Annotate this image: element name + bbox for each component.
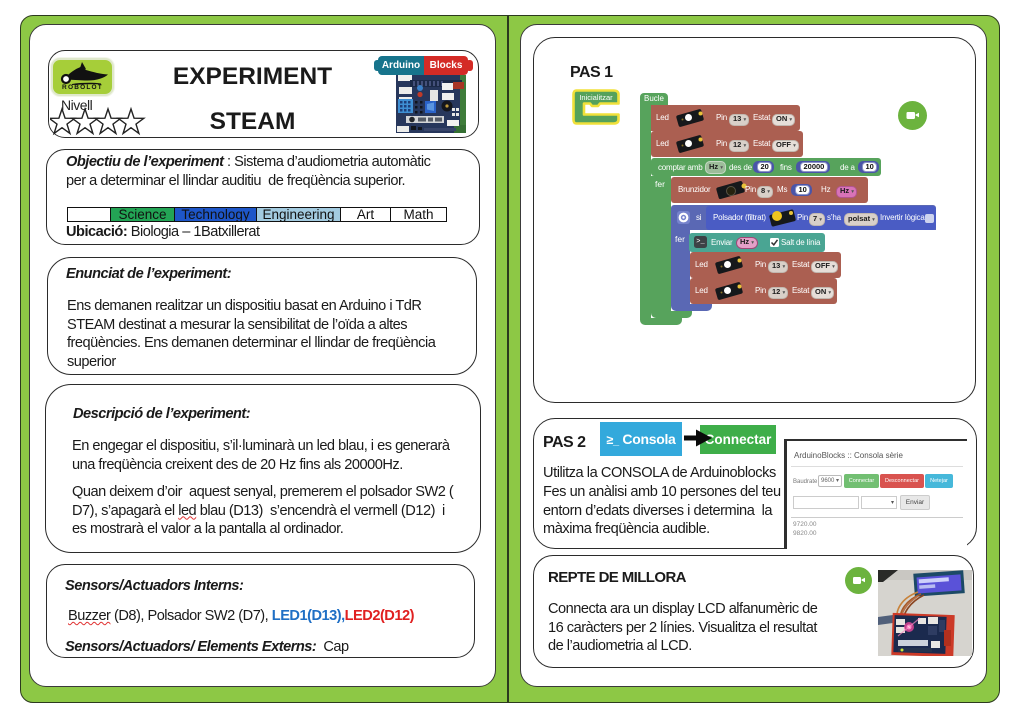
svg-text:Inicialitzar: Inicialitzar (579, 93, 613, 102)
